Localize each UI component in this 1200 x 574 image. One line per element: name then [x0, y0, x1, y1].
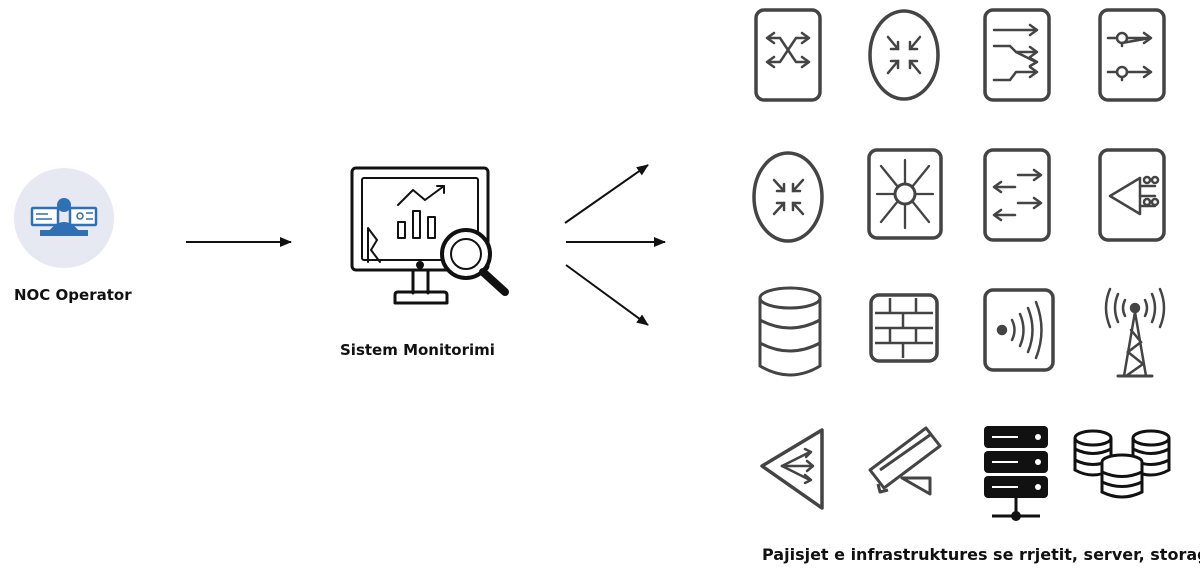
storage-icon — [1073, 429, 1171, 499]
infrastructure-label: Pajisjet e infrastruktures se rrjetit, s… — [762, 545, 1200, 564]
noc-operator-icon — [14, 168, 114, 268]
optical-switch-icon — [1098, 8, 1166, 102]
router-icon — [868, 9, 940, 101]
router-icon — [752, 151, 824, 243]
antenna-tower-icon — [1104, 287, 1166, 378]
splitter-icon — [760, 428, 824, 510]
multilayer-switch-icon — [983, 8, 1051, 102]
database-icon — [758, 286, 822, 377]
firewall-icon — [869, 293, 939, 363]
layer3-switch-icon — [867, 148, 943, 240]
monitoring-system-icon — [350, 166, 509, 305]
wireless-access-point-icon — [983, 288, 1055, 372]
switch-icon — [754, 8, 822, 102]
amplifier-icon — [1098, 148, 1166, 242]
monitoring-system-label: Sistem Monitorimi — [340, 341, 495, 359]
noc-operator-label: NOC Operator — [14, 286, 132, 304]
server-rack-icon — [984, 426, 1048, 521]
camera-icon — [868, 426, 942, 496]
switch-icon — [983, 148, 1051, 242]
arrow-system-to-infra-up — [564, 164, 649, 224]
arrow-system-to-infra-down — [565, 264, 649, 326]
